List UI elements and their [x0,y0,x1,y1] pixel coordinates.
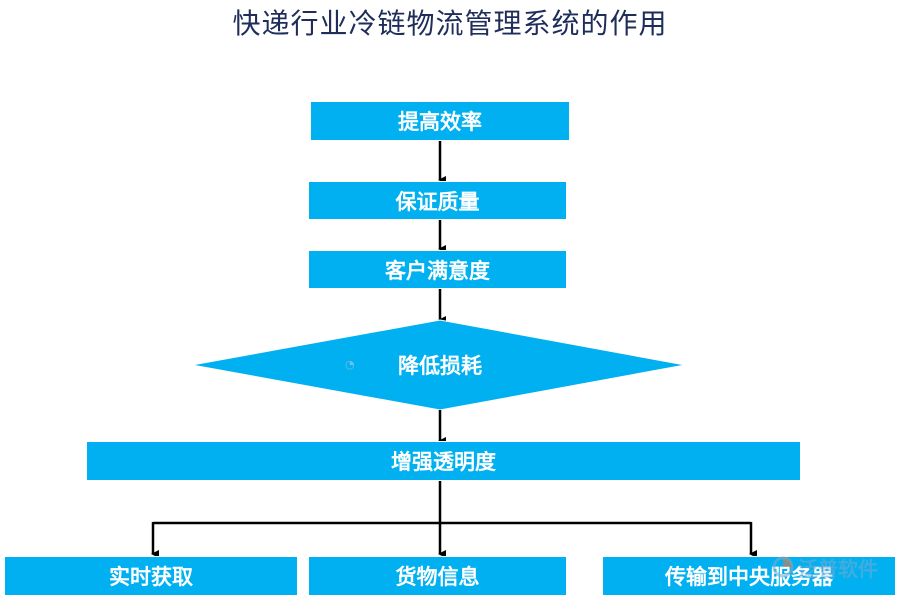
step-enhance-transparency: 增强透明度 [86,441,801,481]
diagram-title: 快递行业冷链物流管理系统的作用 [232,7,668,40]
branch-cargo-info: 货物信息 [308,556,567,596]
step-customer-satisfaction: 客户满意度 [308,250,567,289]
branch-label: 传输到中央服务器 [665,564,833,589]
watermark-small-logo: ◔ [345,358,355,371]
branch-label: 货物信息 [395,564,480,589]
step-label: 提高效率 [398,109,482,134]
watermark-text: 泛普软件 [798,556,878,581]
step-improve-efficiency: 提高效率 [310,101,570,141]
diamond-label: 降低损耗 [398,353,482,378]
step-label: 增强透明度 [391,449,496,474]
brand-logo-icon [772,556,794,578]
branch-realtime-acquire: 实时获取 [4,556,298,596]
step-label: 客户满意度 [385,257,490,283]
watermark-logo: 泛普软件 [772,553,878,581]
branch-transmit-server: 传输到中央服务器 [602,556,896,596]
branch-label: 实时获取 [109,564,193,589]
step-ensure-quality: 保证质量 [308,181,567,220]
step-label: 保证质量 [395,188,480,214]
